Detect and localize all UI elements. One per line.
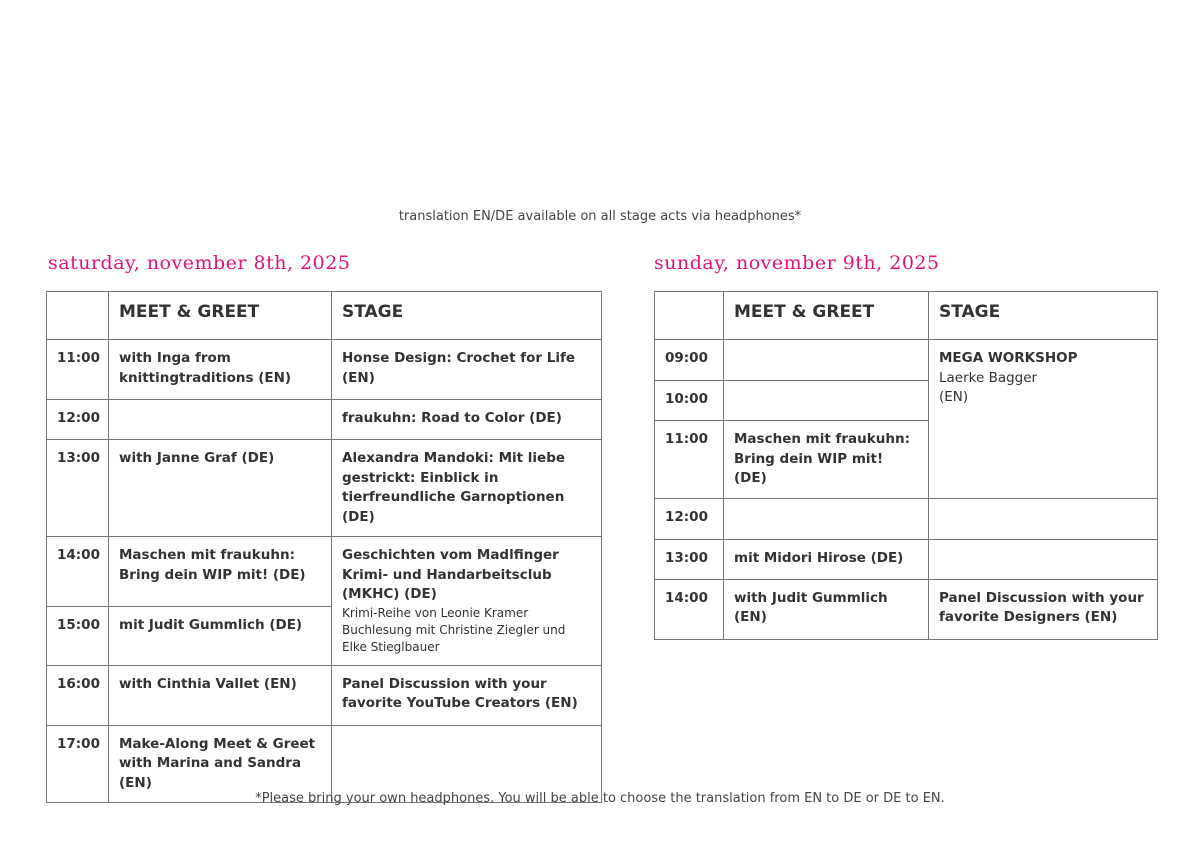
stage-language: (EN) [939,389,969,405]
time-cell: 11:00 [654,420,724,499]
stage-cell: Alexandra Mandoki: Mit liebe gestrickt: … [331,439,602,537]
time-cell: 09:00 [654,339,724,381]
stage-header: STAGE [928,291,1158,340]
time-cell: 13:00 [46,439,109,537]
meet-cell: Make-Along Meet & Greet with Marina and … [108,724,332,803]
time-cell: 12:00 [654,497,724,540]
stage-cell: Panel Discussion with your favorite YouT… [331,664,602,726]
meet-header: MEET & GREET [108,291,332,340]
meet-cell: with Inga from knittingtraditions (EN) [108,339,332,400]
meet-header: MEET & GREET [723,291,929,340]
stage-title: Geschichten vom Madlfinger Krimi- und Ha… [342,547,559,602]
footer-note: *Please bring your own headphones. You w… [255,791,945,806]
stage-subtitle: Krimi-Reihe von Leonie Kramer Buchlesung… [342,605,566,654]
stage-cell [928,538,1158,580]
table-row: 09:00 MEGA WORKSHOP Laerke Bagger (EN) [654,339,1158,499]
meet-cell: mit Judit Gummlich (DE) [108,605,332,666]
table-row: 12:00 fraukuhn: Road to Color (DE) [46,399,602,440]
time-cell: 15:00 [46,605,109,666]
table-row: 12:00 [654,497,1158,540]
meet-cell: with Janne Graf (DE) [108,439,332,537]
stage-cell: Geschichten vom Madlfinger Krimi- und Ha… [331,536,602,666]
stage-cell: Panel Discussion with your favorite Desi… [928,578,1158,640]
stage-cell: MEGA WORKSHOP Laerke Bagger (EN) [928,339,1158,499]
time-cell: 14:00 [654,578,724,640]
time-cell: 14:00 [46,536,109,607]
meet-cell: with Cinthia Vallet (EN) [108,664,332,726]
stage-header: STAGE [331,291,602,340]
table-row: 10:00 [654,380,1158,421]
meet-cell: Maschen mit fraukuhn: Bring dein WIP mit… [108,536,332,607]
meet-cell [723,380,929,421]
meet-cell [723,339,929,381]
meet-cell [723,497,929,540]
time-cell: 12:00 [46,399,109,440]
stage-subtitle: Laerke Bagger [939,369,1038,386]
time-cell: 10:00 [654,380,724,421]
time-cell: 11:00 [46,339,109,400]
meet-cell: Maschen mit fraukuhn: Bring dein WIP mit… [723,420,929,499]
sunday-title: sunday, november 9th, 2025 [654,252,940,274]
time-cell: 16:00 [46,664,109,726]
stage-title: MEGA WORKSHOP [939,350,1078,366]
stage-cell: Honse Design: Crochet for Life (EN) [331,339,602,400]
meet-cell: mit Midori Hirose (DE) [723,538,929,580]
time-cell: 13:00 [654,538,724,580]
meet-cell: with Judit Gummlich (EN) [723,578,929,640]
stage-cell [331,724,602,803]
stage-cell [928,497,1158,540]
stage-cell: fraukuhn: Road to Color (DE) [331,399,602,440]
translation-note: translation EN/DE available on all stage… [398,209,802,224]
saturday-title: saturday, november 8th, 2025 [48,252,351,274]
meet-cell [108,399,332,440]
